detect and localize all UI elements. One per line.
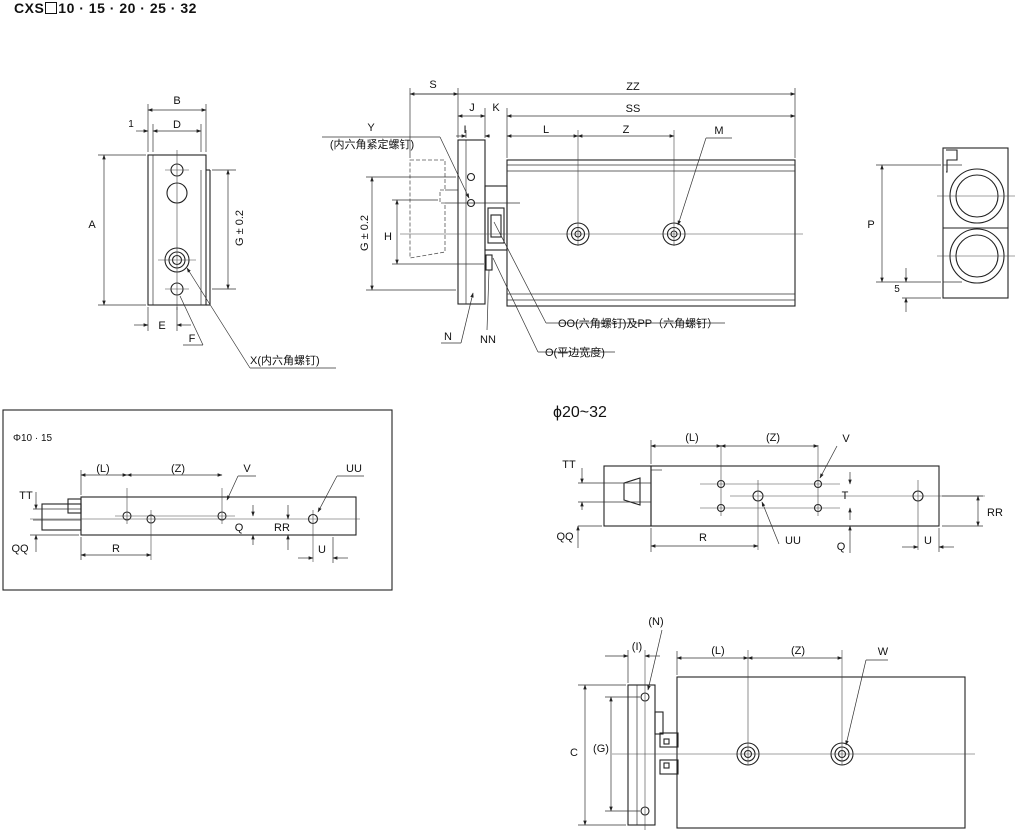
top-callout-N: (N)	[648, 616, 663, 628]
small-dim-U: U	[318, 544, 326, 556]
bottom-view-large: ϕ20~32 (L) (Z) V TT QQ	[553, 404, 1003, 553]
top-end-plate	[627, 684, 656, 826]
small-callout-UU: UU	[346, 463, 362, 475]
dim-G-side: G ± 0.2	[234, 210, 246, 246]
top-dim-I: (I)	[632, 641, 642, 653]
dim-ZZ: ZZ	[626, 81, 640, 93]
top-body	[676, 676, 966, 829]
small-view-heading: Φ10 · 15	[13, 433, 53, 444]
small-callout-V: V	[243, 463, 251, 475]
title-prefix: CXS	[14, 0, 45, 16]
top-dim-Z: (Z)	[791, 645, 805, 657]
small-dim-Q: Q	[235, 522, 244, 534]
dim-SS: SS	[626, 103, 641, 115]
small-dim-TT: TT	[19, 490, 33, 502]
front-view: ZZ S J K SS I L Z M Y (内六角紧定螺钉) G ± 0.2	[322, 79, 803, 359]
large-dim-U: U	[924, 535, 932, 547]
dim-B: B	[173, 95, 180, 107]
callout-OO-PP: OO(六角螺钉)及PP（六角螺钉）	[558, 317, 718, 330]
large-dim-TT: TT	[562, 459, 576, 471]
small-view-frame	[2, 409, 393, 591]
title-models: 10 · 15 · 20 · 25 · 32	[58, 0, 197, 16]
small-dim-R: R	[112, 543, 120, 555]
top-dim-C: C	[570, 747, 578, 759]
large-dim-RR: RR	[987, 507, 1003, 519]
large-view-heading: ϕ20~32	[553, 404, 607, 421]
bottom-view-small: Φ10 · 15 (L) (Z) V UU TT QQ	[2, 409, 393, 591]
callout-Y: Y	[367, 122, 375, 134]
dim-H: H	[384, 231, 392, 243]
dim-5: 5	[894, 284, 900, 295]
callout-O: O(平边宽度)	[545, 345, 605, 359]
dim-L: L	[543, 124, 549, 136]
side-view: B D 1 A G ± 0.2 E F X(内六角螺钉)	[88, 95, 336, 369]
small-dim-RR: RR	[274, 522, 290, 534]
end-body	[942, 147, 1009, 299]
small-dim-Z: (Z)	[171, 463, 185, 475]
callout-X: X(内六角螺钉)	[250, 353, 320, 367]
top-dim-L: (L)	[711, 645, 724, 657]
callout-M: M	[714, 125, 723, 137]
slide-body	[506, 159, 796, 307]
dim-D: D	[173, 119, 181, 131]
small-dim-QQ: QQ	[11, 543, 29, 555]
dim-E: E	[158, 320, 165, 332]
top-callout-W: W	[878, 646, 889, 658]
callout-N: N	[444, 331, 452, 343]
end-plate	[457, 139, 486, 305]
large-callout-V: V	[842, 433, 850, 445]
dim-1: 1	[128, 119, 134, 130]
dim-G-front: G ± 0.2	[359, 215, 371, 251]
dim-A: A	[88, 219, 96, 231]
large-dim-Z: (Z)	[766, 432, 780, 444]
dim-J: J	[469, 102, 475, 114]
large-dim-L: (L)	[685, 432, 698, 444]
dim-K: K	[492, 102, 500, 114]
large-dim-T: T	[842, 490, 849, 502]
end-view: P 5	[867, 147, 1015, 312]
dashed-workpiece	[409, 159, 446, 259]
top-view: (I) (N) (L) (Z) W C (G)	[570, 616, 975, 830]
large-dim-R: R	[699, 532, 707, 544]
dim-Z: Z	[623, 124, 630, 136]
drawing-title: CXS 10 · 15 · 20 · 25 · 32	[14, 0, 197, 16]
dim-S: S	[429, 79, 436, 91]
small-dim-L: (L)	[96, 463, 109, 475]
top-dim-G: (G)	[593, 743, 609, 755]
large-dim-QQ: QQ	[556, 531, 574, 543]
large-dim-Q: Q	[837, 541, 846, 553]
dim-I: I	[463, 124, 466, 136]
large-callout-UU: UU	[785, 535, 801, 547]
model-placeholder-box	[45, 2, 58, 14]
dim-F: F	[189, 333, 196, 345]
dim-P: P	[867, 219, 874, 231]
callout-Y-note: (内六角紧定螺钉)	[330, 137, 414, 151]
callout-NN: NN	[480, 334, 496, 346]
